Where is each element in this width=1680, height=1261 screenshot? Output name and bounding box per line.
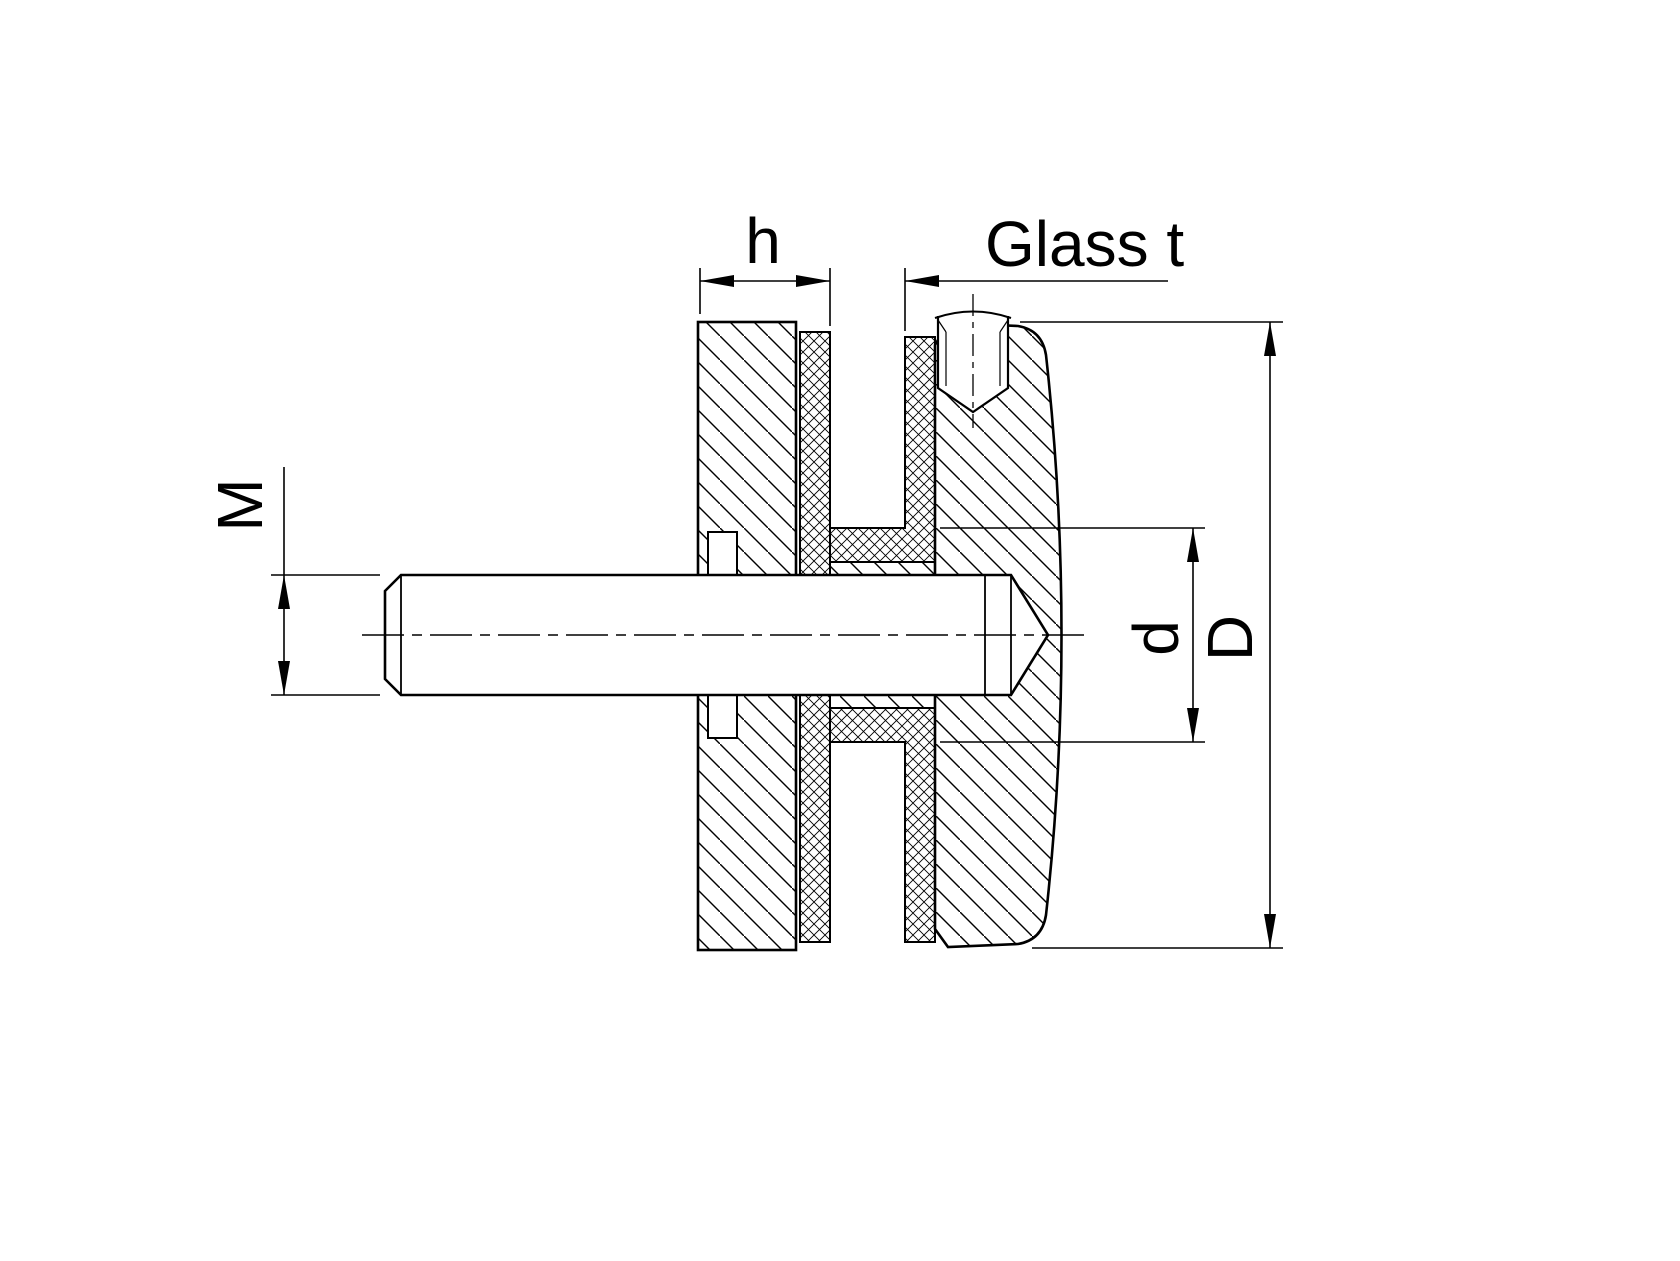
dim-m-extension-lines: [271, 574, 380, 696]
dim-h-arrow-right: [796, 275, 830, 287]
dim-D-arrow-bottom: [1264, 914, 1276, 948]
hole-thread-lines: [945, 332, 1001, 386]
dim-h-label: h: [745, 205, 781, 277]
dim-h-extension-lines: [699, 268, 831, 326]
dimension-d-large: D: [1020, 321, 1283, 949]
threaded-hole: [934, 294, 1012, 428]
counterbore-upper: [707, 531, 738, 576]
dim-glass-t-arrow: [905, 275, 939, 287]
dim-D-arrow-top: [1264, 322, 1276, 356]
dim-d-arrow-top: [1187, 528, 1199, 562]
hole-chamfer-lines: [937, 319, 1009, 333]
dimension-d-small: d: [940, 527, 1205, 743]
cap-counterbores: [707, 531, 738, 739]
dim-D-label: D: [1194, 615, 1266, 661]
dim-d-extension-lines: [940, 527, 1205, 743]
dimension-glass-t: Glass t: [904, 208, 1184, 331]
dim-glass-t-label: Glass t: [985, 208, 1184, 280]
dim-m-arrow-top: [278, 575, 290, 609]
dimension-m: M: [204, 467, 380, 696]
dim-h-arrow-left: [700, 275, 734, 287]
dim-m-label: M: [204, 478, 276, 531]
counterbore-lower: [707, 694, 738, 739]
dim-m-arrow-bottom: [278, 661, 290, 695]
dim-d-label: d: [1120, 620, 1192, 656]
dim-D-extension-lines: [1020, 321, 1283, 949]
dimension-h: h: [699, 205, 831, 326]
dim-d-arrow-bottom: [1187, 708, 1199, 742]
